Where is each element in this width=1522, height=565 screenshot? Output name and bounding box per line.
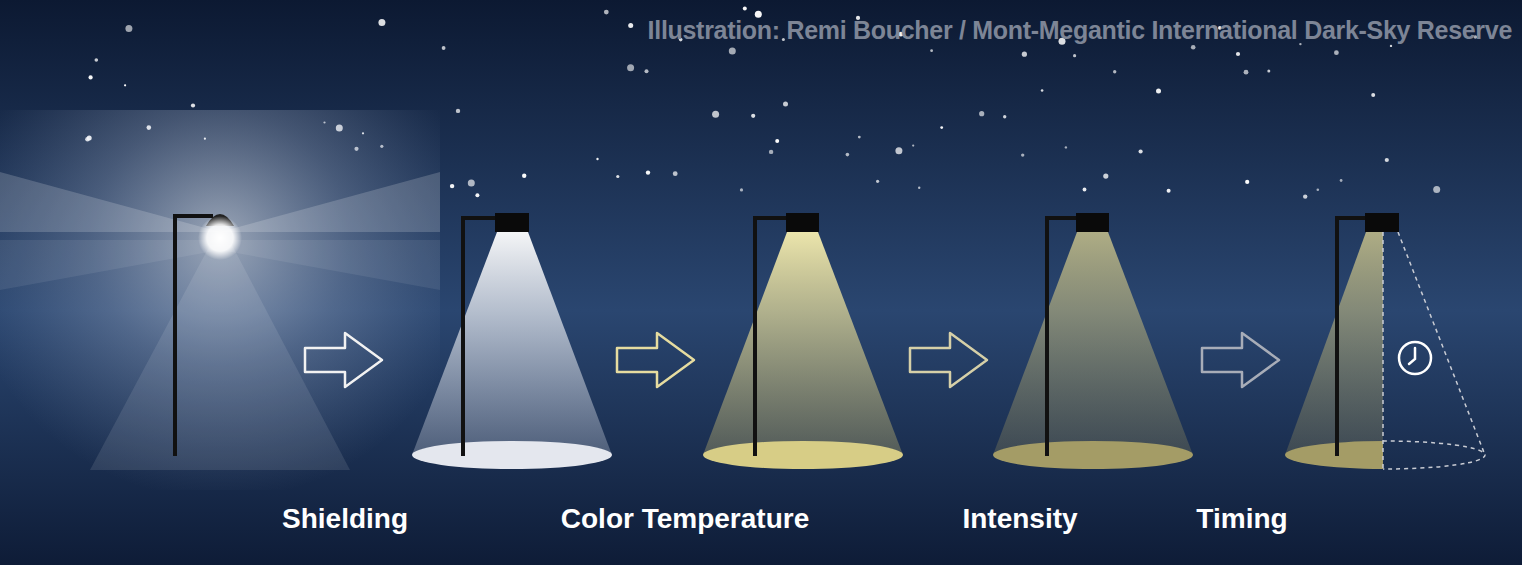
- star: [628, 23, 633, 28]
- step-label: Intensity: [962, 503, 1077, 535]
- star: [646, 170, 650, 174]
- star: [616, 175, 619, 178]
- star: [378, 19, 385, 26]
- star: [1433, 186, 1440, 193]
- star: [940, 126, 943, 129]
- star: [1191, 45, 1196, 50]
- star: [1003, 115, 1006, 118]
- star: [1244, 70, 1249, 75]
- star: [1021, 153, 1024, 156]
- star: [522, 174, 526, 178]
- star: [930, 49, 933, 52]
- star: [1073, 54, 1076, 57]
- star: [1317, 189, 1320, 192]
- star: [1022, 52, 1027, 57]
- star: [1245, 180, 1249, 184]
- star: [751, 114, 755, 118]
- star: [89, 75, 93, 79]
- star: [596, 158, 598, 160]
- star: [645, 69, 649, 73]
- star: [1385, 158, 1389, 162]
- star: [712, 111, 719, 118]
- star: [1113, 70, 1116, 73]
- star: [468, 180, 475, 187]
- star: [95, 58, 99, 62]
- star: [1156, 89, 1161, 94]
- step-label: Color Temperature: [561, 503, 809, 535]
- star: [912, 145, 914, 147]
- star: [1041, 89, 1044, 92]
- watermark: Illustration: Remi Boucher / Mont-Megant…: [648, 16, 1512, 45]
- star: [124, 84, 126, 86]
- star: [1340, 179, 1343, 182]
- star: [604, 10, 609, 15]
- star: [125, 25, 132, 32]
- star: [775, 139, 779, 143]
- star: [743, 7, 747, 11]
- star: [450, 184, 454, 188]
- star: [769, 150, 773, 154]
- star: [846, 153, 850, 157]
- star: [1083, 188, 1087, 192]
- star: [979, 111, 984, 116]
- star: [1303, 194, 1307, 198]
- star: [740, 188, 743, 191]
- star: [1103, 174, 1108, 179]
- step-label: Shielding: [282, 503, 408, 535]
- star: [1334, 50, 1339, 55]
- star: [1371, 93, 1375, 97]
- star: [456, 109, 460, 113]
- star: [475, 193, 479, 197]
- step-label: Timing: [1196, 503, 1287, 535]
- star: [1390, 45, 1392, 47]
- star: [1139, 149, 1143, 153]
- star: [895, 147, 902, 154]
- star: [858, 136, 861, 139]
- star: [918, 187, 920, 189]
- star: [1236, 52, 1240, 56]
- star: [442, 46, 446, 50]
- star: [729, 48, 736, 55]
- star: [876, 180, 879, 183]
- star: [783, 101, 788, 106]
- star: [1065, 146, 1067, 148]
- star: [627, 64, 634, 71]
- star: [673, 171, 678, 176]
- star: [1267, 70, 1270, 73]
- star: [1167, 189, 1171, 193]
- star: [191, 103, 195, 107]
